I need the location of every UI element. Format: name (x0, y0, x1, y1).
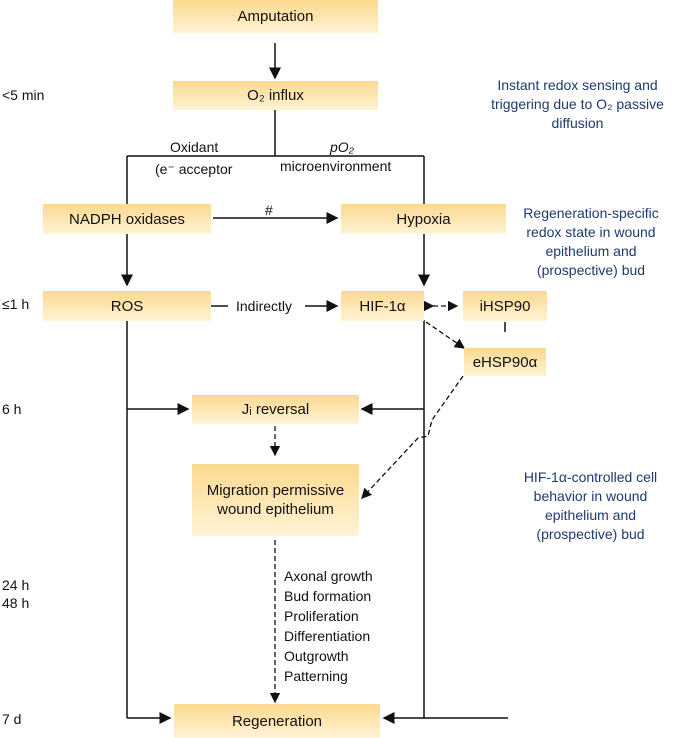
node-label: Migration permissive wound epithelium (206, 482, 345, 518)
time-48h: 48 h (2, 595, 30, 611)
time-6h: 6 h (2, 401, 22, 417)
node-label: ROS (110, 297, 144, 315)
node-amputation: Amputation (173, 0, 378, 33)
label-process-6: Patterning (284, 668, 348, 684)
label-microenvironment: microenvironment (280, 158, 392, 174)
node-migration: Migration permissive wound epithelium (192, 464, 359, 536)
node-hypoxia: Hypoxia (341, 204, 506, 234)
note-hif-controlled: HIF-1α-controlled cell behavior in wound… (523, 469, 658, 542)
node-ehsp90a: eHSP90α (464, 348, 546, 376)
node-label: NADPH oxidases (69, 210, 185, 228)
label-process-3: Proliferation (284, 608, 359, 624)
label-process-1: Axonal growth (284, 568, 373, 584)
label-indirectly: Indirectly (236, 298, 293, 314)
node-label: eHSP90α (472, 353, 538, 371)
label-po2: pO₂ (330, 139, 355, 155)
time-1h: ≤1 h (2, 296, 30, 312)
node-label: O₂ influx (247, 87, 304, 104)
node-label: Regeneration (231, 712, 323, 730)
note-instant-redox: Instant redox sensing and triggering due… (491, 77, 664, 131)
node-ihsp90: iHSP90 (463, 291, 547, 321)
label-oxidant: Oxidant (170, 139, 219, 155)
node-jl-reversal: Jᵢ reversal (192, 395, 359, 424)
label-hash: # (265, 202, 273, 218)
label-process-4: Differentiation (284, 628, 371, 644)
label-e-acceptor: (e⁻ acceptor (155, 161, 233, 177)
node-label: Jᵢ reversal (241, 401, 310, 418)
time-7d: 7 d (2, 711, 22, 727)
node-label: iHSP90 (479, 297, 531, 315)
node-hif1a: HIF-1α (341, 291, 424, 321)
node-ros: ROS (43, 291, 211, 321)
node-label: HIF-1α (359, 297, 406, 315)
node-o2-influx: O₂ influx (173, 81, 378, 110)
node-label: Amputation (237, 8, 314, 25)
time-24h: 24 h (2, 577, 30, 593)
node-regeneration: Regeneration (174, 704, 380, 738)
note-regeneration-redox: Regeneration-specific redox state in wou… (523, 205, 659, 278)
label-process-5: Outgrowth (284, 648, 349, 664)
label-process-2: Bud formation (284, 588, 372, 604)
time-5min: <5 min (2, 87, 45, 103)
node-nadph-oxidases: NADPH oxidases (43, 204, 211, 234)
node-label: Hypoxia (396, 210, 451, 228)
